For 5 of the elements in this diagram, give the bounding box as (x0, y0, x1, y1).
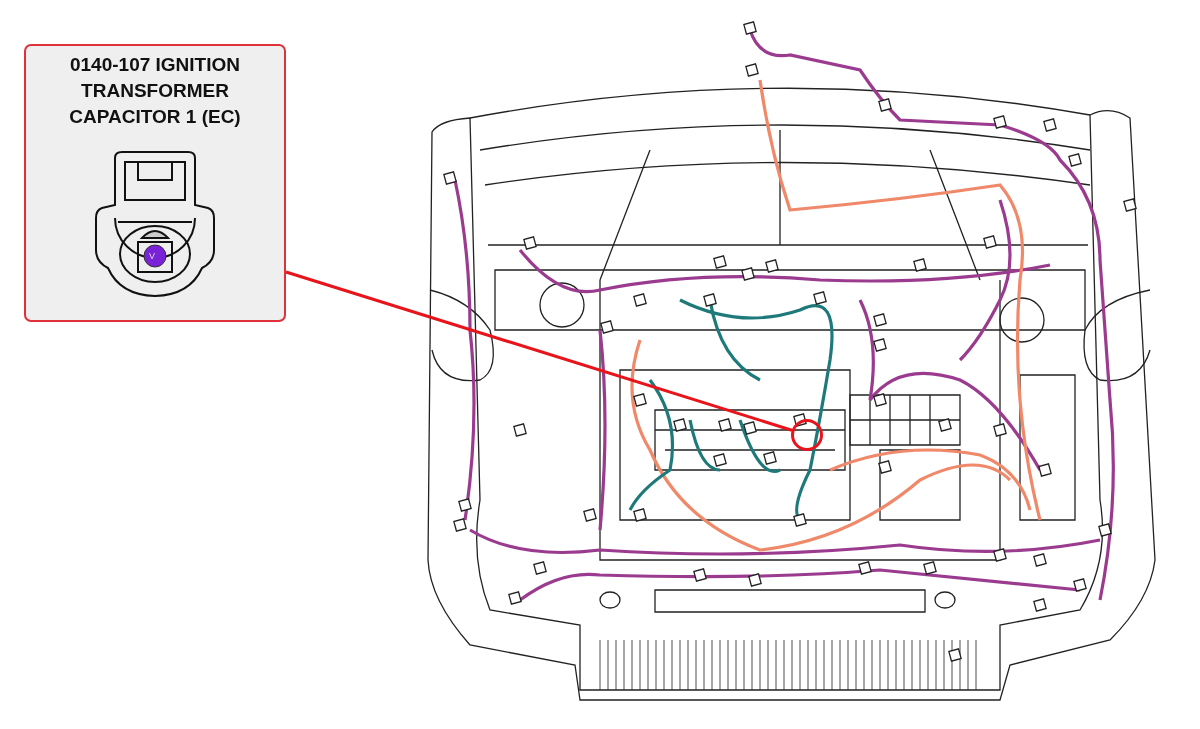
callout-title: 0140-107 IGNITION TRANSFORMER CAPACITOR 1 (EC) (68, 53, 242, 129)
pin-label: V (149, 250, 155, 262)
leader-line (285, 270, 793, 432)
callout-box (24, 44, 286, 322)
highlight-circle (791, 419, 823, 451)
